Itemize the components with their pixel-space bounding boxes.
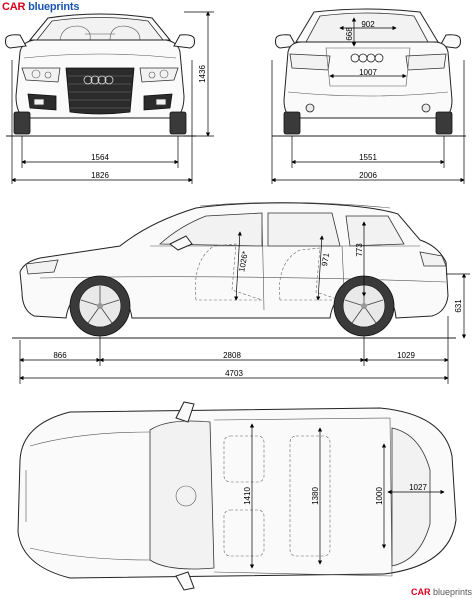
dim-rear-glass-width: 902 bbox=[361, 20, 375, 29]
dim-trunk-height: 773 bbox=[355, 243, 364, 257]
dim-front-height: 1436 bbox=[198, 65, 207, 83]
brand-part1: CAR bbox=[2, 1, 26, 13]
rear-view: 902 668 1007 1551 2006 bbox=[271, 8, 466, 184]
dim-trunk-floor-width: 1000 bbox=[375, 487, 384, 505]
dim-rear-shoulder: 1380 bbox=[311, 487, 320, 505]
dim-front-width: 1826 bbox=[91, 171, 109, 180]
brand-logo: CAR blueprints bbox=[2, 0, 79, 14]
brand-watermark-part1: CAR bbox=[410, 587, 431, 597]
front-view: 1564 1826 1436 bbox=[5, 11, 214, 184]
top-view: 1410 1380 1000 1027 bbox=[17, 401, 457, 591]
brand-watermark-part2: blueprints bbox=[430, 587, 472, 597]
dim-rear-headroom: 971 bbox=[320, 252, 331, 267]
dim-rear-overhang: 1029 bbox=[397, 351, 415, 360]
side-view: 1026* 971 773 631 866 2808 1029 4703 bbox=[12, 202, 470, 384]
brand-watermark: CAR blueprints bbox=[411, 587, 472, 597]
dim-rear-glass-height: 668 bbox=[345, 27, 354, 41]
dim-trunk-length: 1027 bbox=[409, 483, 427, 492]
dim-front-overhang: 866 bbox=[53, 351, 67, 360]
dim-front-track: 1564 bbox=[91, 153, 109, 162]
brand-part2: blueprints bbox=[25, 1, 80, 13]
dim-front-headroom: 1026* bbox=[237, 250, 249, 272]
dim-front-shoulder: 1410 bbox=[243, 487, 252, 505]
dim-rear-track: 1551 bbox=[359, 153, 377, 162]
dim-side-height: 631 bbox=[454, 299, 463, 313]
dim-length: 4703 bbox=[225, 369, 243, 378]
dim-trunk-opening: 1007 bbox=[359, 68, 377, 77]
dim-wheelbase: 2808 bbox=[223, 351, 241, 360]
dim-rear-width: 2006 bbox=[359, 171, 377, 180]
